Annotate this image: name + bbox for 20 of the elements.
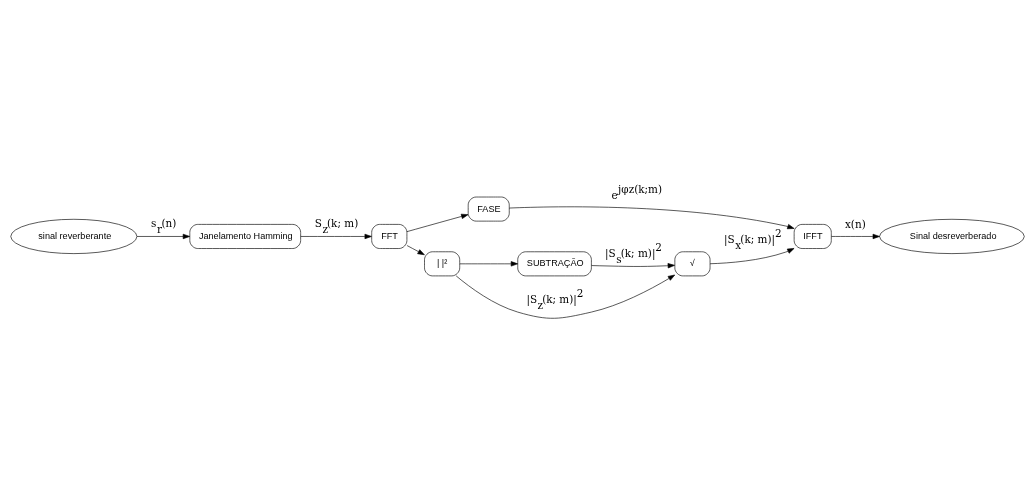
node-ellipse: sinal reverberante [10, 218, 138, 254]
arrow [508, 206, 795, 229]
node-box: | |² [424, 250, 461, 276]
arrow [300, 233, 372, 239]
node-box: IFFT [793, 223, 832, 249]
arrow [709, 247, 795, 264]
arrow [406, 244, 425, 255]
arrow [406, 213, 469, 232]
node-ellipse: Sinal desreverberado [879, 218, 1025, 254]
edge-label: x(n) [845, 217, 866, 230]
node-box: √ [674, 250, 711, 276]
node-box: FASE [467, 196, 510, 221]
arrow [455, 274, 676, 319]
arrow [459, 260, 518, 266]
arrow [591, 262, 675, 268]
arrow [136, 233, 190, 239]
arrow [831, 233, 880, 239]
node-box: SUBTRAÇÃO [517, 250, 592, 276]
node-box: FFT [371, 223, 408, 249]
node-box: Janelamento Hamming [189, 223, 301, 249]
